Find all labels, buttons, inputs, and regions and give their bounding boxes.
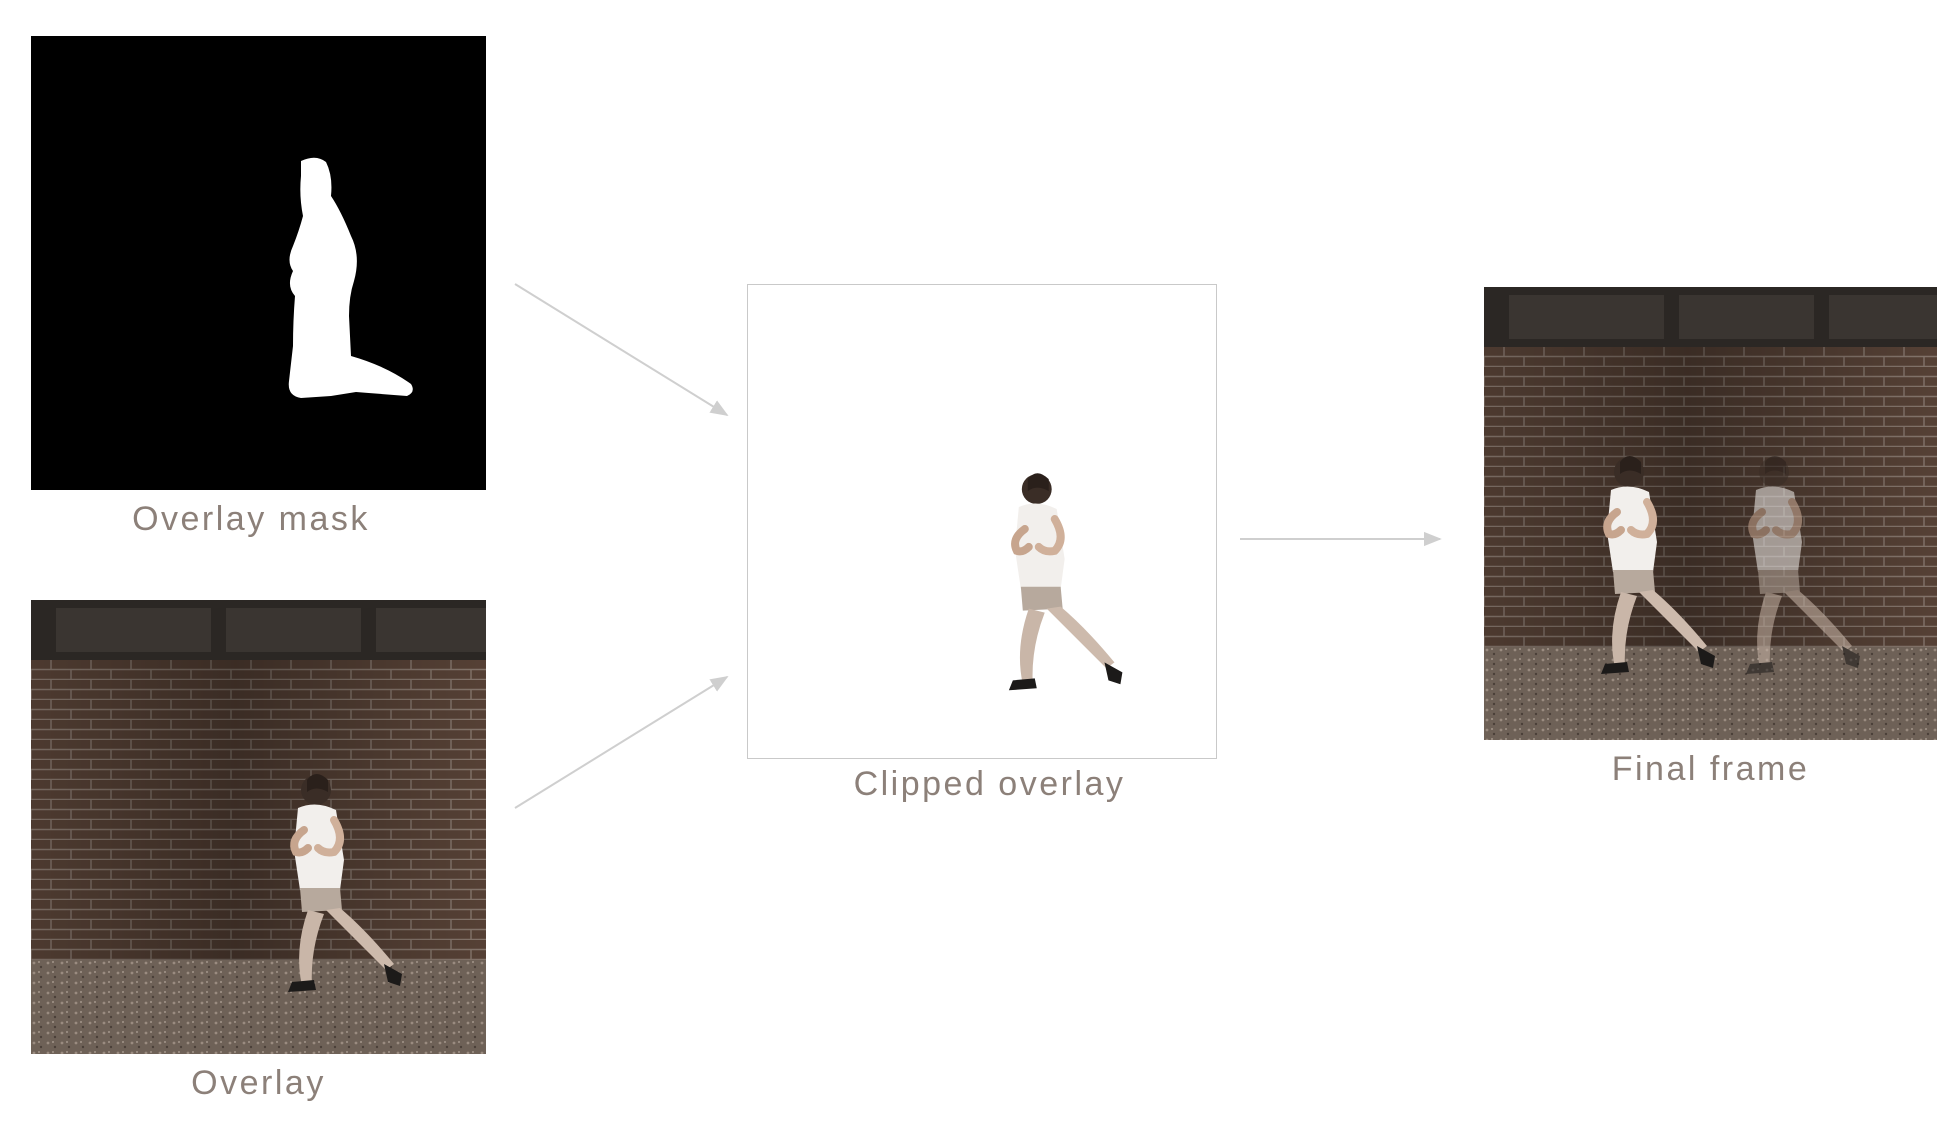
overlay-image (31, 600, 486, 1054)
clipped-overlay-caption: Clipped overlay (853, 765, 1126, 803)
overlay-mask-caption: Overlay mask (132, 500, 370, 538)
clipped-runner (748, 285, 1216, 758)
overlay-caption: Overlay (191, 1064, 326, 1102)
overlay-mask-image (31, 36, 486, 490)
arrow-right-icon (514, 676, 729, 809)
mask-silhouette (31, 36, 486, 490)
overlay-scene (31, 600, 486, 1054)
final-scene (1484, 287, 1937, 740)
final-frame-image (1484, 287, 1937, 740)
final-frame-caption: Final frame (1611, 750, 1810, 788)
arrow-right-icon (514, 283, 729, 416)
clipped-overlay-image (747, 284, 1217, 759)
